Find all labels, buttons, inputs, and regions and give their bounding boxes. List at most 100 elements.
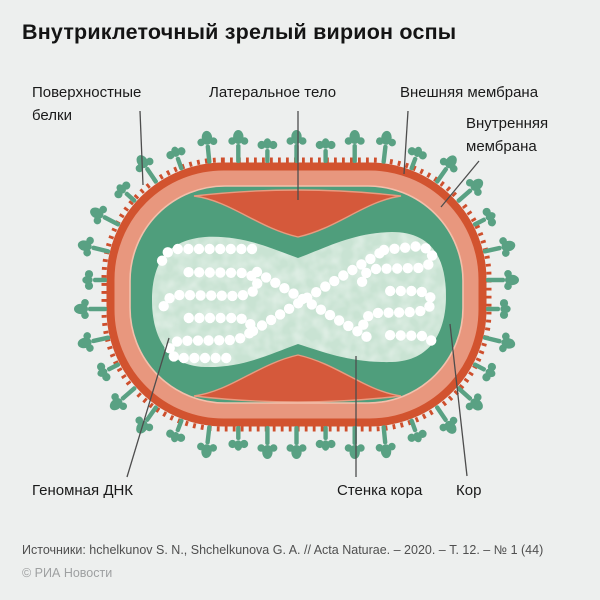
surface-protein-icon: [196, 129, 220, 165]
dna-bead: [410, 241, 421, 252]
dna-bead: [156, 255, 168, 266]
leader-genomic-dna: [126, 337, 170, 478]
label-inner-membrane: Внутренняя мембрана: [466, 115, 549, 156]
dna-bead: [333, 315, 345, 326]
dna-bead: [189, 352, 200, 364]
dna-bead: [178, 352, 189, 364]
dna-bead: [164, 293, 175, 304]
dna-bead: [372, 307, 384, 319]
dna-bead: [236, 267, 247, 279]
leader-lines: [126, 110, 480, 478]
dna-bead: [256, 320, 268, 331]
label-outer-membrane: Внешняя мембрана: [400, 84, 539, 101]
dna-bead: [237, 290, 249, 301]
dna-bead: [204, 267, 215, 278]
dna-bead: [424, 301, 435, 312]
dna-bead: [320, 281, 331, 292]
label-surface-proteins: Поверхностные белки: [32, 84, 142, 125]
dna-bead: [168, 351, 179, 362]
dna-bead: [247, 286, 258, 297]
dna-bead: [171, 336, 183, 347]
dna-bead: [329, 275, 340, 287]
surface-protein-icon: [195, 424, 220, 460]
dna-bead: [158, 301, 169, 312]
dna-bead: [162, 247, 173, 258]
dna-bead: [206, 290, 217, 301]
dna-bead: [392, 263, 403, 274]
label-core-wall: Стенка кора: [337, 482, 423, 499]
dna-bead: [383, 307, 394, 318]
dna-bead: [224, 334, 235, 346]
sources-line: Источники: hchelkunov S. N., Shchelkunov…: [22, 543, 544, 557]
membrane-serration-ring: [101, 157, 492, 432]
surface-protein-icon: [82, 270, 107, 290]
surface-protein-icon: [480, 327, 518, 355]
dna-bead: [246, 243, 258, 255]
dna-bead: [338, 270, 349, 281]
dna-bead: [183, 243, 194, 255]
dna-bead: [183, 312, 194, 324]
dna-bead: [215, 312, 226, 324]
dna-bead: [215, 243, 226, 255]
leader-inner-membrane: [440, 160, 480, 208]
dna-bead: [324, 309, 336, 321]
lateral-body-top: [193, 189, 402, 238]
surface-protein-icon: [486, 299, 511, 319]
dna-bead: [195, 290, 206, 301]
dna-bead: [363, 311, 374, 322]
dna-bead: [227, 290, 238, 302]
lateral-body-bottom: [193, 354, 402, 403]
dna-bead: [279, 283, 290, 294]
dna-bead: [226, 312, 237, 324]
dna-bead: [423, 259, 434, 270]
dna-bead: [361, 331, 372, 342]
dna-bead: [395, 285, 406, 297]
leader-surface-proteins: [139, 110, 144, 186]
dna-bead: [192, 335, 204, 346]
page-title: Внутриклеточный зрелый вирион оспы: [22, 20, 457, 44]
dna-bead: [406, 330, 417, 341]
dna-bead: [415, 305, 426, 317]
dna-bead: [225, 243, 236, 255]
dna-bead: [389, 243, 400, 254]
inner-membrane-line: [129, 185, 464, 404]
dna-bead: [356, 276, 368, 287]
dna-bead: [235, 333, 246, 344]
dna-bead: [184, 290, 196, 301]
dna-bead: [203, 335, 214, 346]
dna-bead: [251, 266, 263, 278]
dna-bead: [194, 312, 205, 324]
dna-bead: [172, 243, 183, 255]
dna-bead: [420, 243, 431, 254]
dna-bead: [221, 352, 232, 364]
surface-protein-icon: [75, 234, 113, 262]
dna-bead: [204, 243, 215, 255]
dna-bead: [416, 286, 427, 298]
dna-bead: [406, 285, 417, 297]
dna-bead: [399, 242, 411, 253]
dna-bead: [416, 330, 428, 342]
dna-bead: [343, 320, 354, 332]
dna-bead: [306, 299, 317, 310]
dna-bead: [297, 293, 308, 305]
dna-bead: [283, 303, 295, 314]
dna-bead: [274, 309, 286, 320]
dna-bead: [315, 304, 327, 315]
dna-bead: [347, 264, 358, 276]
dna-bead: [413, 262, 424, 274]
dna-bead: [402, 263, 413, 274]
leader-core: [449, 323, 468, 477]
dna-bead: [260, 272, 272, 283]
surface-protein-icon: [257, 138, 278, 163]
dna-bead: [204, 312, 216, 324]
dna-bead: [381, 263, 392, 274]
dna-bead: [252, 278, 263, 289]
dna-bead: [426, 250, 438, 261]
dna-bead: [236, 243, 247, 255]
dna-bead: [216, 290, 227, 301]
dna-bead: [210, 352, 221, 364]
dna-bead: [370, 263, 382, 275]
dna-bead: [270, 277, 281, 288]
